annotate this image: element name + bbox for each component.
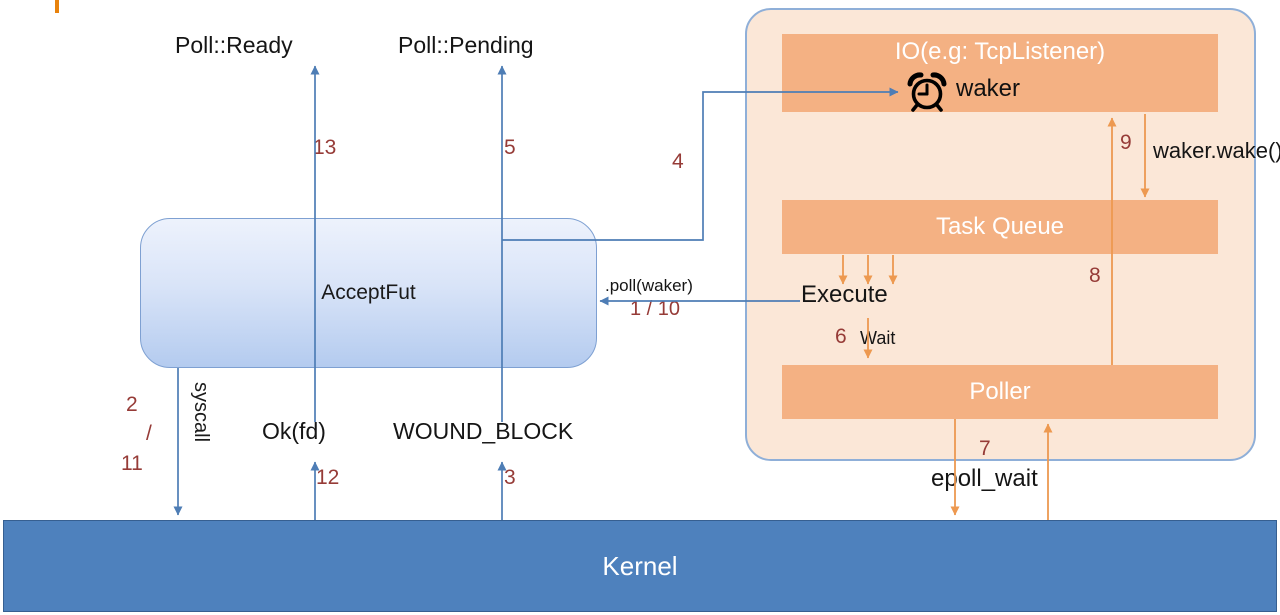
accept-fut-node: AcceptFut	[140, 218, 597, 368]
epoll-wait-label: epoll_wait	[931, 465, 1038, 492]
poller-node: Poller	[782, 365, 1218, 419]
waker-wake-label: waker.wake()	[1153, 138, 1280, 163]
step-12: 12	[316, 466, 340, 489]
step-8: 8	[1089, 264, 1101, 287]
poll-ready-label: Poll::Ready	[175, 32, 293, 58]
execute-label: Execute	[801, 281, 888, 308]
orange-caret	[55, 0, 59, 13]
step-13: 13	[313, 136, 337, 159]
step-11: 11	[121, 452, 143, 475]
step-6: 6	[835, 325, 847, 348]
step-5: 5	[504, 136, 516, 159]
waker-label: waker	[956, 75, 1021, 102]
poll-waker-label: .poll(waker)	[605, 276, 693, 295]
poll-pending-label: Poll::Pending	[398, 32, 534, 58]
alarm-clock-icon	[907, 72, 947, 112]
accept-fut-label: AcceptFut	[321, 281, 416, 304]
kernel-node: Kernel	[3, 520, 1277, 612]
wound-block-label: WOUND_BLOCK	[393, 418, 574, 444]
step-slash: /	[146, 422, 152, 445]
syscall-label: syscall	[190, 382, 212, 443]
kernel-label: Kernel	[602, 550, 678, 581]
step-9: 9	[1120, 131, 1132, 154]
step-7: 7	[979, 437, 991, 460]
step-4: 4	[672, 150, 684, 173]
task-queue-node: Task Queue	[782, 200, 1218, 254]
step-1-10: 1 / 10	[630, 298, 681, 320]
wait-label: Wait	[860, 328, 896, 348]
io-node-label: IO(e.g: TcpListener)	[894, 38, 1106, 65]
step-2: 2	[126, 393, 138, 416]
step-3: 3	[504, 466, 516, 489]
ok-fd-label: Ok(fd)	[262, 418, 326, 444]
